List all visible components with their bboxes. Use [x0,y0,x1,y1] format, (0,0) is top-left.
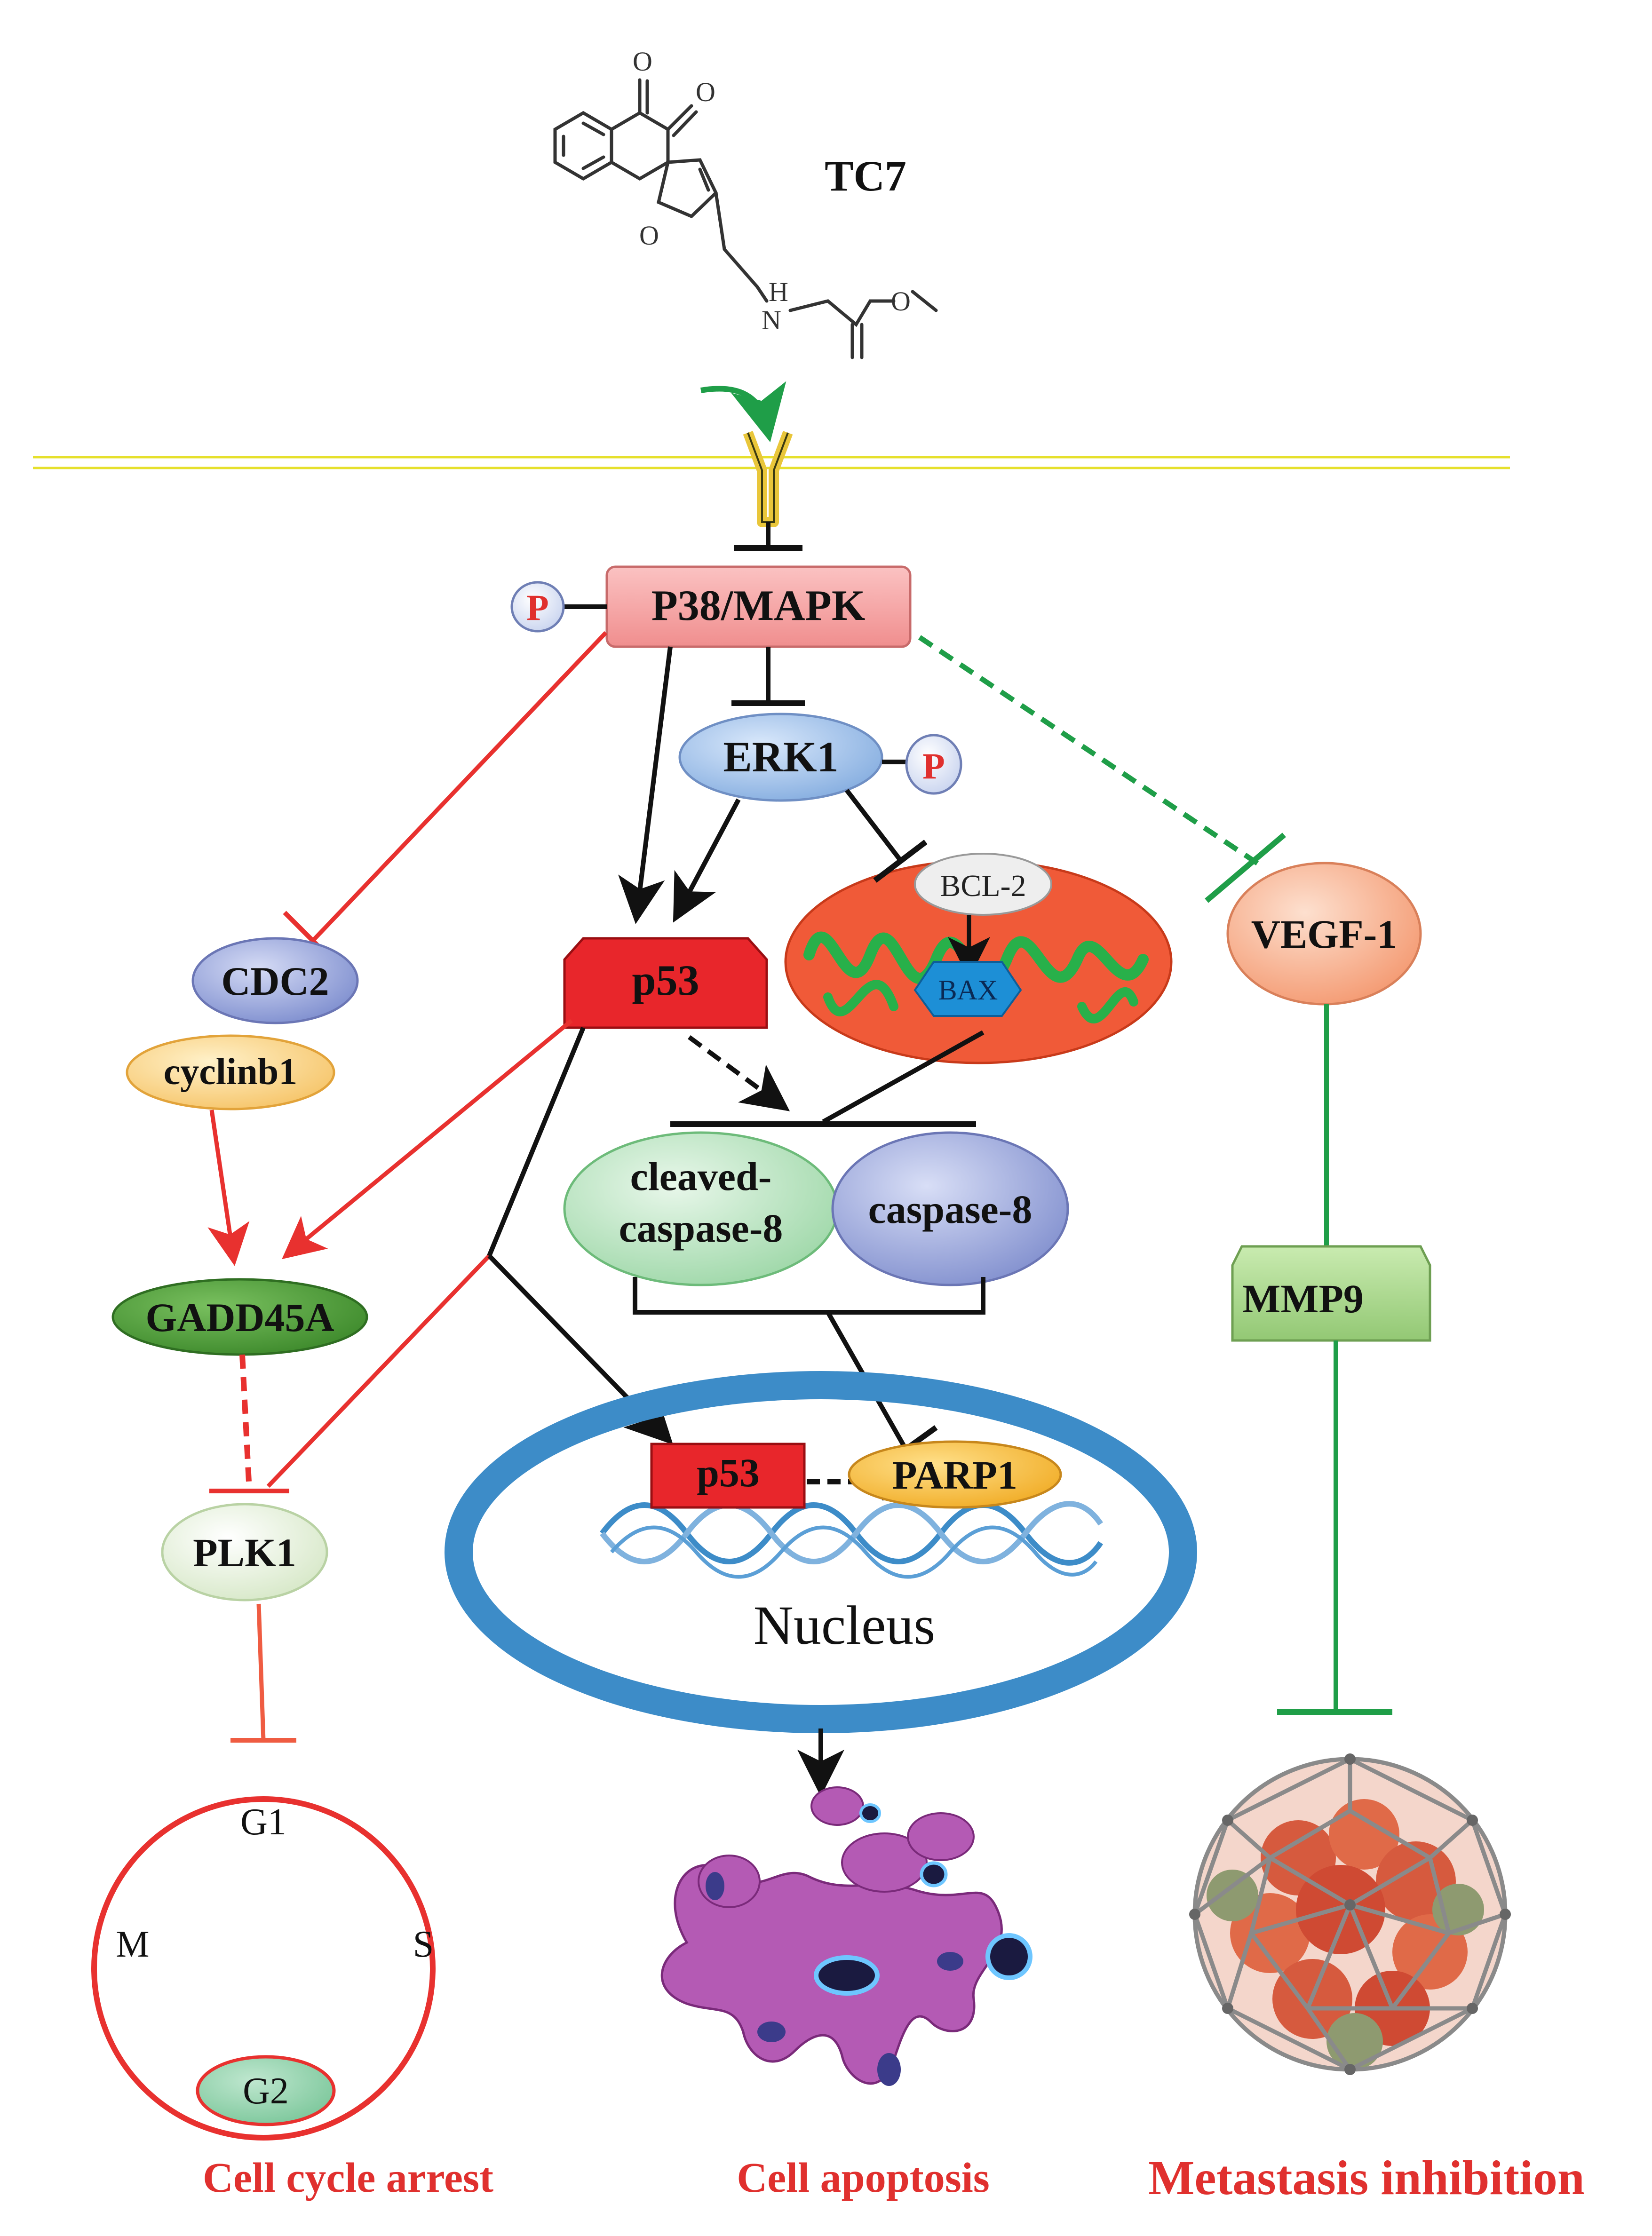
atom-o1: O [633,46,652,77]
caspase8-label: caspase-8 [868,1187,1032,1232]
bax-node: BAX [913,961,1022,1017]
p38-to-p53-arrow [618,646,673,924]
bax-label: BAX [938,975,998,1006]
vegf1-node: VEGF-1 [1226,862,1422,1006]
erk1-phospho-badge: P [905,734,962,795]
svg-text:P: P [526,587,549,628]
svg-text:P: P [922,745,945,786]
p38-to-vegf1-dashed-inhibit [918,635,1263,868]
svg-text:caspase-8: caspase-8 [619,1205,783,1251]
caged-tumor-illustration [1189,1753,1511,2075]
atom-o2: O [696,77,715,107]
cyclinb1-node: cyclinb1 [126,1034,335,1110]
p38-mapk-node: P38/MAPK [605,565,912,648]
p53-to-nucleus-arrow [487,1027,586,1257]
plk1-node: PLK1 [161,1503,328,1602]
nucleus-label: Nucleus [754,1594,936,1656]
p53-to-caspase-dashed-arrow [688,1035,790,1111]
p53-label: p53 [632,956,699,1004]
caspase8-node: caspase-8 [831,1131,1069,1286]
drug-binding-arrow [700,381,786,443]
nuclear-p53-node: p53 [650,1443,806,1509]
erk1-node: ERK1 [678,713,883,802]
atom-ring-o: O [639,220,659,251]
bcl2-node: BCL-2 [914,853,1052,916]
mmp9-label: MMP9 [1242,1276,1364,1321]
tc7-chemical-structure [553,78,938,359]
apoptotic-cell-illustration [660,1786,1032,2086]
p38-phospho-badge: P [510,581,565,633]
cell-cycle-diagram: G1 S M G2 [91,1796,436,2141]
outcome-cell-cycle-arrest: Cell cycle arrest [203,2155,493,2201]
nucleus: Nucleus [445,1371,1197,1733]
parp1-label: PARP1 [892,1452,1017,1498]
cdc2-label: CDC2 [221,959,329,1004]
cell-cycle-g1: G1 [240,1801,286,1843]
nuclear-p53-label: p53 [697,1450,760,1495]
cdc2-node: CDC2 [191,937,359,1024]
vegf1-label: VEGF-1 [1251,912,1398,957]
cyclinb1-label: cyclinb1 [164,1051,297,1093]
outcome-cell-apoptosis: Cell apoptosis [737,2155,990,2201]
svg-text:cleaved-: cleaved- [630,1154,772,1199]
cell-cycle-m: M [116,1924,149,1965]
bcl2-label: BCL-2 [940,869,1026,903]
erk1-to-p53-arrow [673,798,741,923]
outcome-metastasis-inhibition: Metastasis inhibition [1148,2151,1584,2205]
cleaved-caspase8-node: cleaved- caspase-8 [563,1131,839,1286]
gadd45a-label: GADD45A [145,1295,334,1340]
gadd45a-node: GADD45A [111,1278,368,1356]
p53-to-gadd45a-arrow [282,1019,573,1260]
cell-cycle-s: S [413,1924,434,1965]
cyclinb1-to-gadd45a-arrow [207,1110,250,1266]
p53-node: p53 [563,937,768,1029]
atom-n: N [762,305,781,335]
plk1-label: PLK1 [193,1530,296,1575]
p38-label: P38/MAPK [651,581,866,629]
cell-cycle-g2: G2 [243,2070,289,2112]
parp1-node: PARP1 [848,1440,1062,1509]
atom-ester-o: O [891,286,911,317]
erk1-label: ERK1 [723,733,838,781]
compound-name: TC7 [825,152,906,200]
mmp9-node: MMP9 [1231,1245,1431,1342]
dna-helix-icon [600,1501,1103,1579]
atom-h: H [769,277,788,307]
